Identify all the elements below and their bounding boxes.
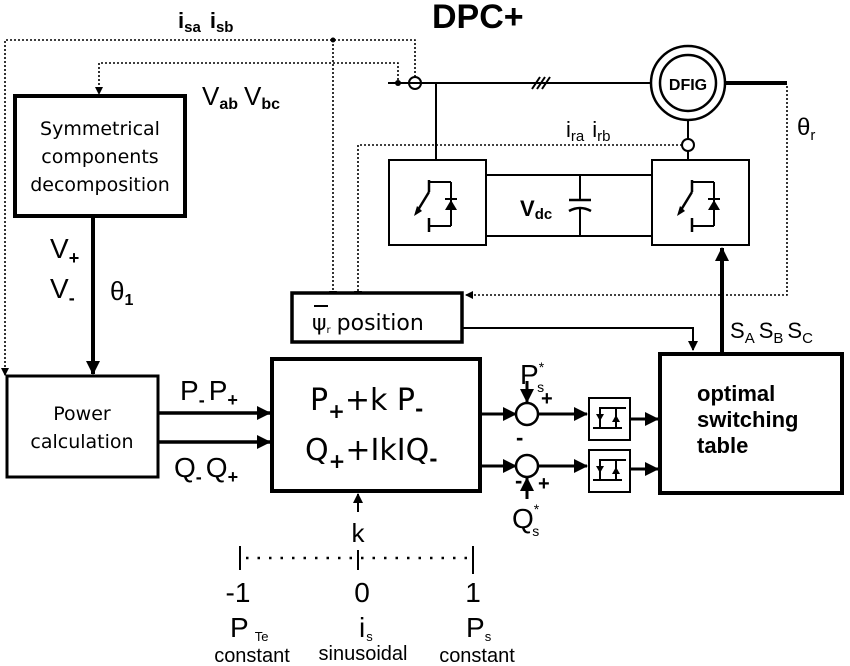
p-summing-junction: [514, 401, 540, 427]
igbt-diode-icon: [414, 180, 457, 232]
symmetrical-line-3: decomposition: [30, 174, 170, 196]
rotor-current-feedback-line: [354, 144, 682, 299]
v-plus-label: V+: [50, 233, 79, 268]
voltage-feedback-line: [95, 62, 399, 95]
power-calculation-block: [5, 374, 160, 479]
combiner-line-1: P++k P-: [310, 383, 423, 423]
k-scale: [239, 546, 474, 574]
q-minus-sign: -: [515, 468, 522, 493]
stator-current-feedback-line: [1, 39, 416, 376]
theta1-label: θ1: [110, 276, 133, 309]
k-tick-zero-desc: sinusoidal: [319, 643, 408, 665]
p-ref-label: P*s: [520, 359, 545, 395]
three-phase-mark: [531, 76, 551, 90]
p-hysteresis-comparator: [588, 397, 631, 441]
rotor-current-sensor-icon: [681, 138, 695, 152]
diagram-title: DPC+: [432, 0, 524, 36]
dfig-machine: DFIG: [649, 44, 727, 122]
rotor-side-converter: [651, 159, 750, 246]
symmetrical-line-2: components: [41, 146, 158, 168]
p-sequence-label: P-P+: [180, 375, 238, 410]
k-tick-minus-one: -1: [226, 577, 251, 608]
power-calc-line-2: calculation: [30, 431, 133, 453]
v-minus-label: V-: [50, 273, 75, 308]
switching-table-line-1: optimal: [697, 381, 775, 406]
k-label: k: [352, 518, 366, 548]
combiner-line-2: Q++IkIQ-: [305, 433, 438, 473]
rotor-angle-label: θr: [797, 114, 815, 144]
igbt-diode-icon: [677, 180, 720, 232]
k-tick-one: 1: [465, 577, 481, 608]
q-ref-label: Q*s: [512, 501, 540, 539]
q-sequence-label: Q-Q+: [174, 452, 238, 487]
symmetrical-line-1: Symmetrical: [40, 118, 160, 140]
power-combiner-block: [270, 357, 482, 493]
q-plus-sign: +: [538, 473, 550, 495]
switching-table-line-3: table: [697, 433, 748, 458]
q-hysteresis-comparator: [588, 449, 631, 493]
p-minus-sign: -: [516, 425, 523, 450]
switching-table-line-2: switching: [697, 407, 798, 432]
k-tick-zero: 0: [354, 577, 370, 608]
symmetrical-components-block: [13, 94, 187, 218]
flux-position-block: [290, 291, 464, 344]
grid-side-converter: [388, 159, 487, 246]
flux-position-arrow: [462, 327, 698, 351]
k-tick-one-desc: constant: [439, 645, 515, 666]
k-tick-zero-quantity: is: [359, 612, 373, 644]
power-calc-line-1: Power: [53, 403, 111, 425]
k-tick-minus-one-desc: constant: [214, 645, 290, 666]
optimal-switching-table-block: [658, 352, 844, 495]
vdc-label: Vdc: [520, 196, 552, 223]
dfig-label: DFIG: [669, 77, 707, 94]
voltage-tap-node: [395, 80, 401, 86]
k-tick-one-quantity: Ps: [466, 612, 492, 644]
rotor-angle-line: [465, 86, 788, 299]
dc-link-capacitor-icon: [568, 175, 592, 236]
p-plus-sign: +: [541, 388, 553, 410]
